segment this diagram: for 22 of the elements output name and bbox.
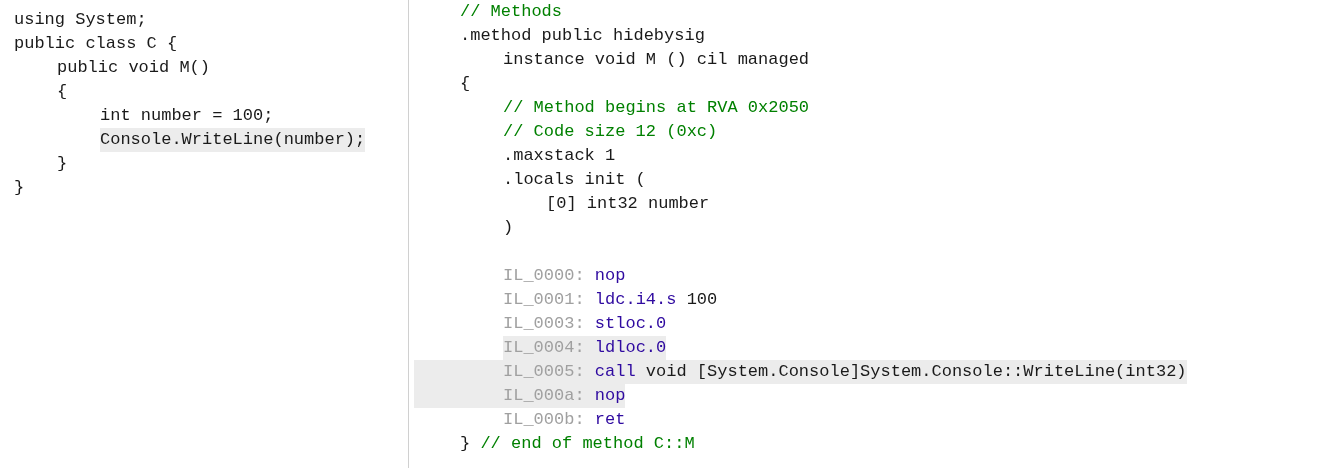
code-line: .locals init (: [503, 169, 646, 191]
code-line: [0] int32 number: [546, 193, 710, 215]
code-line: .method public hidebysig: [460, 25, 705, 47]
code-line: instance void M () cil managed: [503, 49, 810, 71]
code-line: ): [503, 217, 514, 239]
code-line: }: [14, 177, 25, 199]
code-line: IL_0001: ldc.i4.s 100: [503, 289, 718, 311]
code-line: }: [57, 153, 68, 175]
code-line: using System;: [14, 9, 147, 31]
code-line: public void M(): [57, 57, 211, 79]
code-line: .maxstack 1: [503, 145, 616, 167]
code-line: {: [460, 73, 471, 95]
code-line: IL_0003: stloc.0: [503, 313, 667, 335]
code-line: } // end of method C::M: [460, 433, 695, 455]
code-line: // Method begins at RVA 0x2050: [503, 97, 810, 119]
code-line: IL_0000: nop: [503, 265, 626, 287]
code-line: // Code size 12 (0xc): [503, 121, 718, 143]
code-line: IL_000b: ret: [503, 409, 626, 431]
code-line: {: [57, 81, 68, 103]
code-line: public class C {: [14, 33, 178, 55]
code-line: // Methods: [460, 1, 563, 23]
code-line: int number = 100;: [100, 105, 274, 127]
